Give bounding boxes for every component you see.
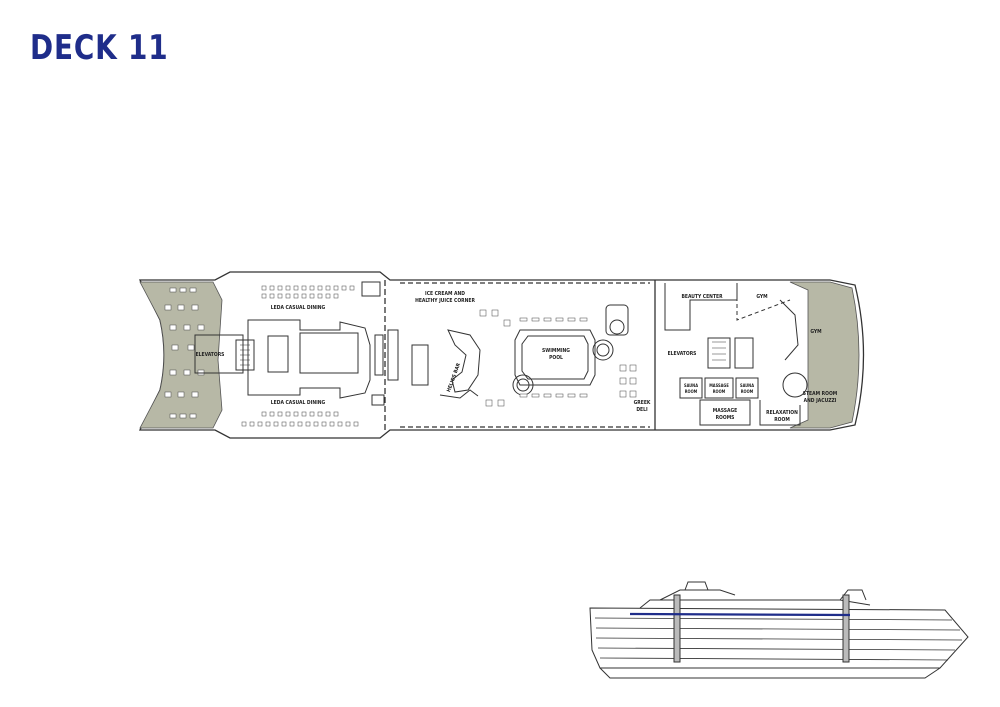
- pool-loungers: [479, 309, 637, 407]
- label-greek-2: DELI: [636, 407, 648, 413]
- deck-11-highlight: [629, 612, 851, 617]
- label-sauna-1a: SAUNA: [684, 383, 698, 388]
- label-massage-1b: ROOM: [713, 389, 726, 394]
- aft-deck: [789, 281, 860, 429]
- ship-profile: [589, 581, 969, 679]
- leda-dining-structure: [247, 319, 371, 399]
- label-juice-corner: HEALTHY JUICE CORNER: [415, 298, 475, 304]
- label-steam-1: STEAM ROOM: [803, 391, 838, 397]
- forward-seating: [164, 287, 205, 419]
- forward-deck: [139, 281, 223, 429]
- label-beauty-center: BEAUTY CENTER: [681, 294, 723, 300]
- label-elevators-aft: ELEVATORS: [668, 351, 697, 357]
- label-gym-2: GYM: [810, 329, 822, 335]
- label-relax-2: ROOM: [774, 417, 790, 423]
- label-massage-1a: MASSAGE: [709, 383, 729, 388]
- label-pool-1: SWIMMING: [542, 348, 570, 354]
- label-leda-dining-bottom: LEDA CASUAL DINING: [271, 400, 326, 406]
- label-greek-1: GREEK: [634, 400, 651, 406]
- label-massage-2b: ROOMS: [716, 415, 735, 421]
- deck-title: DECK 11: [30, 28, 169, 68]
- label-massage-2a: MASSAGE: [713, 408, 737, 414]
- swimming-pool: [512, 304, 629, 396]
- label-ice-cream: ICE CREAM AND: [425, 291, 465, 297]
- label-gym-1: GYM: [756, 294, 768, 300]
- label-relax-1: RELAXATION: [766, 410, 798, 416]
- label-elevators-forward: ELEVATORS: [196, 352, 225, 358]
- label-leda-dining-top: LEDA CASUAL DINING: [271, 305, 326, 311]
- forward-elevators-block: [194, 334, 255, 374]
- label-pool-2: POOL: [549, 355, 563, 361]
- label-steam-2: AND JACUZZI: [804, 398, 837, 404]
- spa-section: [664, 283, 808, 426]
- label-sauna-1b: ROOM: [685, 389, 698, 394]
- label-sauna-2a: SAUNA: [740, 383, 754, 388]
- deck-labels: ELEVATORS LEDA CASUAL DINING LEDA CASUAL…: [196, 291, 838, 423]
- dining-tables: [241, 285, 359, 427]
- label-sauna-2b: ROOM: [741, 389, 754, 394]
- mid-structures: [361, 281, 481, 406]
